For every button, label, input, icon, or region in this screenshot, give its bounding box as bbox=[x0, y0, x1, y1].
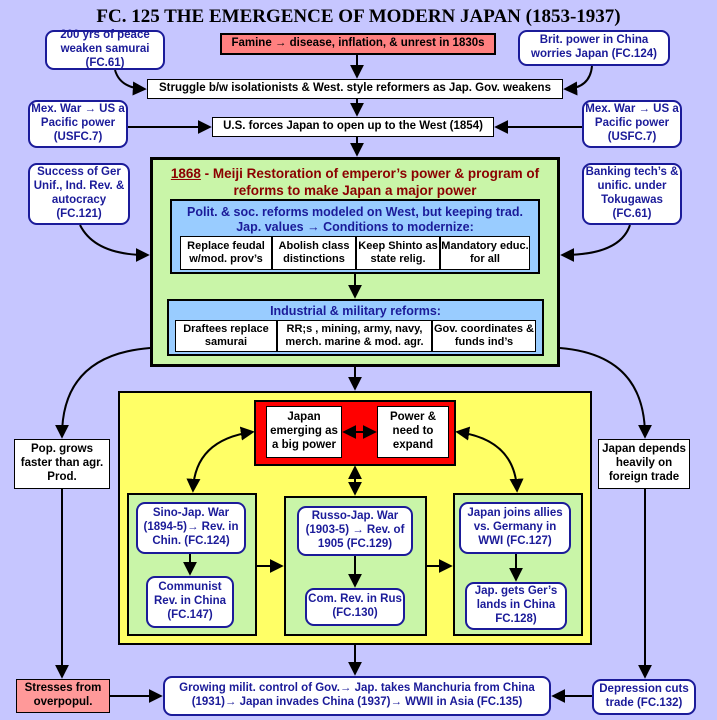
arrow-brit-struggle bbox=[563, 65, 593, 96]
communist-rev-box: Communist Rev. in China (FC.147) bbox=[146, 576, 234, 628]
japan-allies-box: Japan joins allies vs. Germany in WWI (F… bbox=[459, 502, 571, 554]
foreign-trade-box: Japan depends heavily on foreign trade bbox=[598, 439, 690, 489]
arrow-meiji-pop bbox=[55, 347, 151, 439]
depression-box: Depression cuts trade (FC.132) bbox=[592, 679, 696, 715]
power-expand-box: Power & need to expand bbox=[377, 406, 449, 458]
struggle-box: Struggle b/w isolationists & West. style… bbox=[147, 79, 563, 99]
stresses-box: Stresses from overpopul. bbox=[16, 679, 110, 713]
polit-heading: Polit. & soc. reforms modeled on West, b… bbox=[187, 205, 523, 234]
arrow-red-wwi bbox=[455, 426, 524, 493]
meiji-heading: 1868 - Meiji Restoration of emperor’s po… bbox=[161, 166, 549, 200]
japan-emerging-box: Japan emerging as a big power bbox=[266, 406, 342, 458]
arrow-success-meiji bbox=[79, 224, 150, 262]
banking-box: Banking tech’s & unific. under Tokugawas… bbox=[582, 163, 682, 225]
ind-item-railroads: RR;s , mining, army, navy, merch. marine… bbox=[277, 320, 432, 352]
ger-lands-box: Jap. gets Ger’s lands in China FC.128) bbox=[465, 582, 567, 630]
ind-item-draftees: Draftees replace samurai bbox=[175, 320, 277, 352]
arrow-red-sino bbox=[186, 426, 255, 493]
russo-war-box: Russo-Jap. War (1903-5) → Rev. of 1905 (… bbox=[297, 506, 413, 556]
polit-item-educ: Mandatory educ. for all bbox=[440, 236, 530, 270]
success-ger-box: Success of Ger Unif., Ind. Rev. & autocr… bbox=[28, 163, 130, 225]
polit-item-feudal: Replace feudal w/mod. prov’s bbox=[180, 236, 272, 270]
page-title: FC. 125 THE EMERGENCE OF MODERN JAPAN (1… bbox=[96, 6, 621, 27]
polit-item-class: Abolish class distinctions bbox=[272, 236, 356, 270]
famine-box: Famine → disease, inflation, & unrest in… bbox=[220, 33, 496, 55]
sino-war-box: Sino-Jap. War (1894-5)→ Rev. in Chin. (F… bbox=[136, 502, 246, 554]
arrow-samurai-struggle bbox=[114, 69, 147, 96]
us-forces-box: U.S. forces Japan to open up to the West… bbox=[212, 117, 494, 137]
militarism-box: Growing milit. control of Gov.→ Jap. tak… bbox=[163, 676, 551, 716]
industrial-heading: Industrial & military reforms: bbox=[270, 304, 441, 318]
samurai-peace-box: 200 yrs of peace weaken samurai (FC.61) bbox=[45, 29, 165, 70]
meiji-year: 1868 bbox=[170, 166, 201, 181]
brit-power-box: Brit. power in China worries Japan (FC.1… bbox=[518, 30, 670, 66]
meiji-heading-text: - Meiji Restoration of emperor’s power &… bbox=[200, 166, 540, 198]
com-rev-rus-box: Com. Rev. in Rus (FC.130) bbox=[305, 588, 405, 626]
arrow-banking-meiji bbox=[560, 224, 631, 262]
mex-war-left-box: Mex. War → US a Pacific power (USFC.7) bbox=[28, 100, 128, 148]
polit-item-shinto: Keep Shinto as state relig. bbox=[356, 236, 440, 270]
ind-item-gov: Gov. coordinates & funds ind’s bbox=[432, 320, 536, 352]
pop-grows-box: Pop. grows faster than agr. Prod. bbox=[14, 439, 110, 489]
mex-war-right-box: Mex. War → US a Pacific power (USFC.7) bbox=[582, 100, 682, 148]
arrow-meiji-trade bbox=[559, 347, 652, 439]
